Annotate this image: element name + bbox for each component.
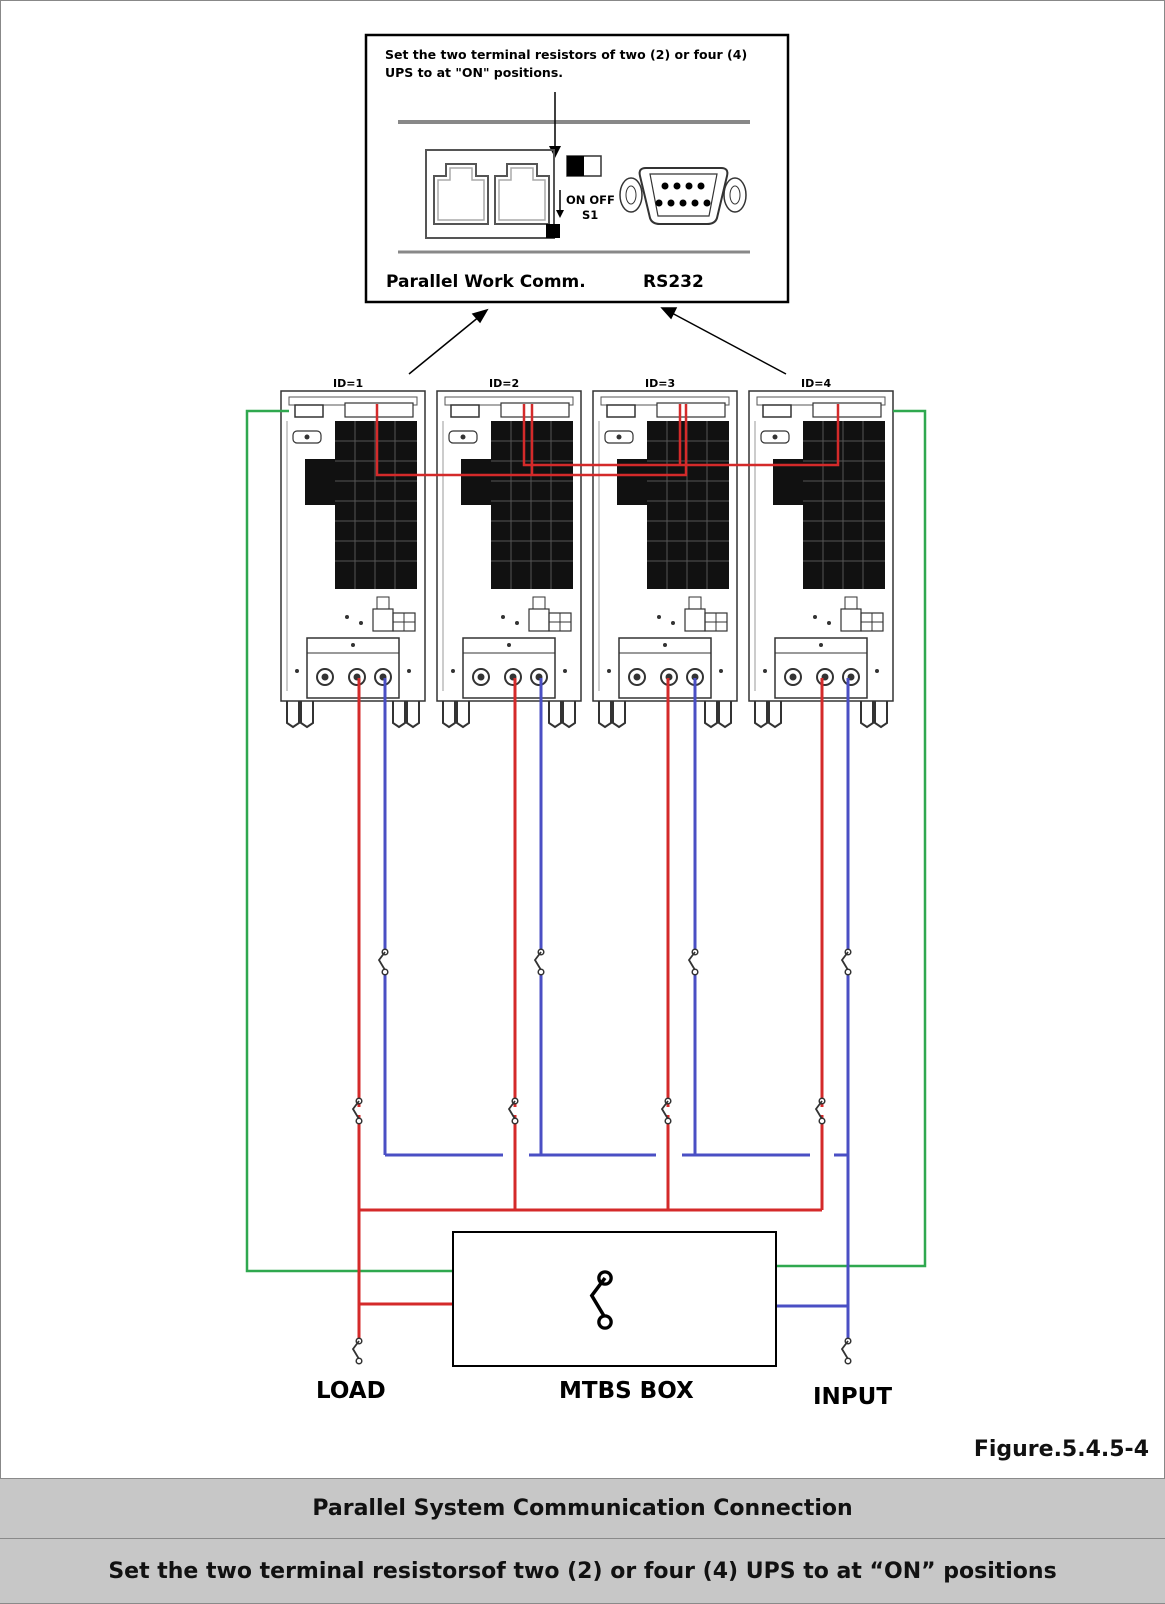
callout-instruction-line1: Set the two terminal resistors of two (2… bbox=[385, 47, 747, 62]
input-label: INPUT bbox=[813, 1384, 892, 1410]
ups-id-label-2: ID=2 bbox=[489, 377, 519, 390]
comm-loop-cable bbox=[245, 409, 927, 1273]
parallel-work-comm-label: Parallel Work Comm. bbox=[386, 272, 586, 292]
rs232-label: RS232 bbox=[643, 272, 704, 292]
ups-id-label-1: ID=1 bbox=[333, 377, 363, 390]
load-output-wires bbox=[357, 678, 824, 1341]
ups-id-label-4: ID=4 bbox=[801, 377, 831, 390]
switch-on-off-label: ON OFF bbox=[566, 193, 615, 207]
mtbs-box bbox=[452, 1231, 777, 1367]
parallel-connection-diagram: Set the two terminal resistors of two (2… bbox=[245, 33, 927, 1410]
ups-unit-2 bbox=[436, 390, 582, 728]
ups-unit-3 bbox=[592, 390, 738, 728]
terminal-resistor-callout: Set the two terminal resistors of two (2… bbox=[364, 33, 790, 304]
parallel-comm-port bbox=[425, 149, 555, 239]
load-label: LOAD bbox=[316, 1378, 386, 1404]
s1-dip-switch: ON OFF S1 bbox=[566, 155, 615, 222]
figure-number: Figure.5.4.5-4 bbox=[973, 1437, 1149, 1462]
ups-unit-1 bbox=[280, 390, 426, 728]
callout-pointer-arrows bbox=[408, 307, 787, 375]
caption-title: Parallel System Communication Connection bbox=[312, 1496, 853, 1521]
callout-instruction-line2: UPS to at "ON" positions. bbox=[385, 65, 563, 80]
caption-title-bar: Parallel System Communication Connection bbox=[0, 1478, 1165, 1538]
switch-name-label: S1 bbox=[582, 208, 598, 222]
ups-unit-4 bbox=[748, 390, 894, 728]
rs232-port-icon bbox=[619, 167, 747, 225]
ups-id-label-3: ID=3 bbox=[645, 377, 675, 390]
mtbs-box-label: MTBS BOX bbox=[559, 1378, 694, 1404]
parallel-comm-cable bbox=[375, 404, 840, 477]
caption-subtitle-bar: Set the two terminal resistorsof two (2)… bbox=[0, 1538, 1165, 1604]
input-wires bbox=[383, 678, 850, 1341]
caption-subtitle: Set the two terminal resistorsof two (2)… bbox=[108, 1558, 1057, 1584]
